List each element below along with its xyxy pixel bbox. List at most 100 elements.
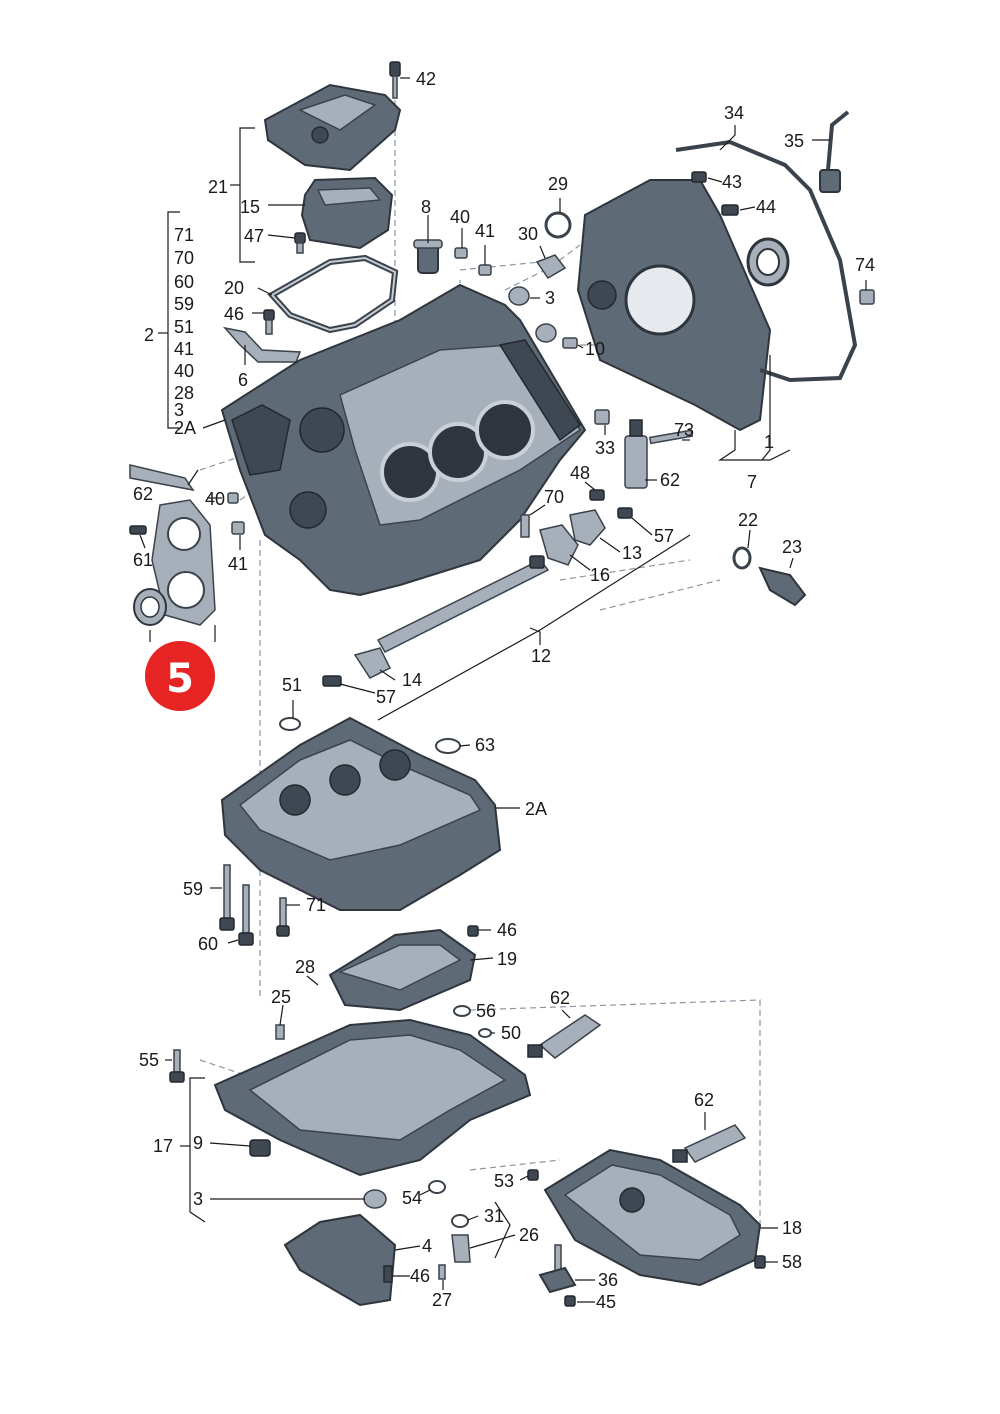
label-73: 73	[674, 420, 694, 440]
label-46-low: 46	[410, 1266, 430, 1286]
group-2-item-4: 51	[174, 317, 194, 337]
bracket-part-16	[539, 524, 579, 566]
label-1: 1	[764, 432, 774, 452]
label-57-top: 57	[654, 526, 674, 546]
o-ring-part-31	[451, 1214, 469, 1228]
bolt-part-55	[169, 1049, 185, 1083]
plug-part-41-left	[231, 521, 245, 535]
bolt-part-70	[520, 514, 530, 538]
upper-oil-pan-part-17	[213, 1018, 532, 1177]
callout-badge-5[interactable]: 5	[145, 641, 215, 711]
plug-part-3-top	[508, 286, 557, 343]
label-71: 71	[306, 895, 326, 915]
upper-cover-part-21	[263, 83, 402, 172]
sealant-tube-part-62-low	[527, 1014, 602, 1059]
plug-part-40-top	[454, 247, 468, 259]
bolt-part-73	[648, 429, 694, 445]
group-2-item-2: 60	[174, 272, 194, 292]
bracket-part-6	[222, 326, 302, 363]
group-2-item-3: 59	[174, 294, 194, 314]
seal-part-5	[133, 588, 167, 626]
label-62-right: 62	[694, 1090, 714, 1110]
label-30: 30	[518, 224, 538, 244]
label-70: 70	[544, 487, 564, 507]
label-41-top: 41	[475, 221, 495, 241]
label-58: 58	[782, 1252, 802, 1272]
label-18: 18	[782, 1218, 802, 1238]
label-29: 29	[548, 174, 568, 194]
plug-part-3-low	[363, 1189, 387, 1209]
bolt-part-45	[564, 1295, 576, 1307]
label-55: 55	[139, 1050, 159, 1070]
label-50: 50	[501, 1023, 521, 1043]
bolt-part-71	[276, 897, 290, 937]
callout-number: 5	[166, 656, 194, 702]
o-ring-part-50	[478, 1028, 492, 1038]
washer-part-22	[732, 546, 752, 570]
sensor-part-35	[819, 110, 850, 193]
label-27: 27	[432, 1290, 452, 1310]
label-2A: 2A	[525, 799, 547, 819]
seal-part-1	[746, 237, 790, 287]
bolt-part-60	[238, 884, 254, 946]
label-23: 23	[782, 537, 802, 557]
bolt-part-46-top	[263, 309, 275, 335]
rear-housing-part-7	[576, 179, 772, 432]
front-cover-part-5	[151, 499, 216, 626]
label-60: 60	[198, 934, 218, 954]
label-47: 47	[244, 226, 264, 246]
label-61: 61	[133, 550, 153, 570]
sealant-tube-part-62-left	[129, 464, 195, 492]
sealant-tube-part-62-mid	[624, 419, 648, 489]
label-43: 43	[722, 172, 742, 192]
group-2-item-9: 2A	[174, 418, 196, 438]
bolt-part-53	[527, 1169, 539, 1181]
gasket-part-34	[675, 139, 858, 383]
label-21: 21	[208, 177, 228, 197]
label-57-low: 57	[376, 687, 396, 707]
label-13: 13	[622, 543, 642, 563]
label-41-left: 41	[228, 554, 248, 574]
label-62-low: 62	[550, 988, 570, 1008]
label-54: 54	[402, 1188, 422, 1208]
plug-part-8	[413, 239, 443, 274]
label-15: 15	[240, 197, 260, 217]
label-16: 16	[590, 565, 610, 585]
label-17: 17	[153, 1136, 173, 1156]
o-ring-part-56	[453, 1005, 471, 1017]
gasket-part-20	[267, 254, 399, 334]
label-53: 53	[494, 1171, 514, 1191]
label-46-mid: 46	[497, 920, 517, 940]
group-2-item-8: 3	[174, 400, 184, 420]
plug-part-33	[594, 409, 610, 425]
group-2-item-5: 41	[174, 339, 194, 359]
label-19: 19	[497, 949, 517, 969]
plug-part-10	[562, 337, 578, 349]
label-26: 26	[519, 1225, 539, 1245]
label-10: 10	[585, 339, 605, 359]
baffle-part-4	[283, 1213, 397, 1307]
label-20: 20	[224, 278, 244, 298]
label-63: 63	[475, 735, 495, 755]
label-45: 45	[596, 1292, 616, 1312]
label-40-top: 40	[450, 207, 470, 227]
engine-block-upper	[220, 283, 587, 597]
bolt-part-47	[294, 232, 306, 254]
label-7: 7	[747, 472, 757, 492]
group-2-item-0: 71	[174, 225, 194, 245]
plug-part-74	[859, 289, 875, 305]
balance-shaft-part-12	[376, 555, 550, 653]
bolt-part-48	[589, 489, 605, 501]
label-36: 36	[598, 1270, 618, 1290]
label-33: 33	[595, 438, 615, 458]
o-ring-part-54	[428, 1180, 446, 1194]
label-74: 74	[855, 255, 875, 275]
bolt-part-46-mid	[467, 925, 479, 937]
label-3-low: 3	[193, 1189, 203, 1209]
label-46-top: 46	[224, 304, 244, 324]
label-22: 22	[738, 510, 758, 530]
leader-lines	[139, 77, 867, 1303]
bracket-part-13	[569, 509, 606, 546]
label-14: 14	[402, 670, 422, 690]
label-9: 9	[193, 1133, 203, 1153]
